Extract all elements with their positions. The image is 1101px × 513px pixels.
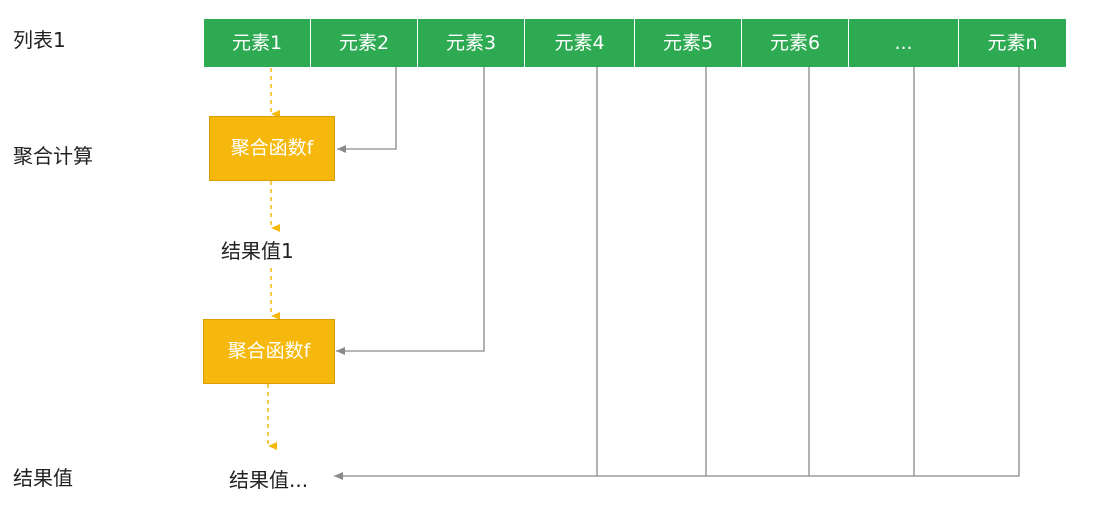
aggregate-box-1: 聚合函数f [209,116,335,181]
aggregate-box-2: 聚合函数f [203,319,335,384]
list-cell-elementn: 元素n [987,32,1038,54]
result-value-1: 结果值1 [221,239,294,263]
list-cell-element2: 元素2 [311,19,418,67]
result-row-label: 结果值 [13,466,73,490]
aggregate-row-label: 聚合计算 [13,144,93,168]
list-cell-ellipsis: ... [849,19,959,67]
connector-element3-to-agg2 [336,67,485,355]
list-cell-element3: 元素3 [418,19,525,67]
list-cell-element5: 元素5 [635,19,742,67]
list-row-label: 列表1 [13,28,66,52]
list-cell-element4: 元素4 [525,19,635,67]
list-cell-element6: 元素6 [742,19,849,67]
list-cell-element1: 元素1 [204,19,311,67]
connector-elementn-to-final [334,67,1020,480]
list-bar: 元素1 元素2 元素3 元素4 元素5 元素6 ... 元素n [204,19,1066,67]
result-value-final: 结果值... [229,468,309,492]
connector-element2-to-agg1 [337,67,397,153]
